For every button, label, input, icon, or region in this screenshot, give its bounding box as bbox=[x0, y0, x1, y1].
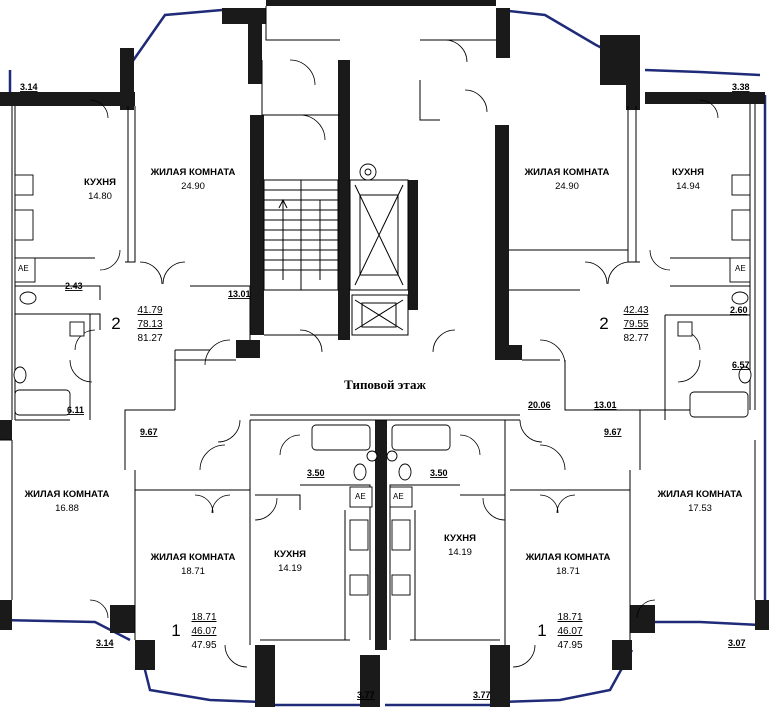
boiler-label-tr: АЕ bbox=[735, 264, 746, 273]
apt-rooms-left: 2 bbox=[111, 314, 120, 333]
room-name-kitchen-tl: КУХНЯ bbox=[84, 177, 116, 188]
room-area-living-ml: 16.88 bbox=[55, 503, 79, 514]
apt-total-right: 79.55 bbox=[623, 319, 648, 330]
dim-balcony-bl: 3.77 bbox=[357, 690, 375, 700]
elevators bbox=[354, 163, 404, 331]
dim-wc-r: 6.57 bbox=[732, 360, 750, 370]
dim-bath-mr: 3.50 bbox=[430, 468, 448, 478]
room-area-kitchen-tr: 14.94 bbox=[676, 181, 700, 192]
dimension-labels: 3.14 3.38 13.01 2.43 6.11 2.60 6.57 20.0… bbox=[20, 82, 750, 700]
room-area-kitchen-tl: 14.80 bbox=[88, 191, 112, 202]
apt-total-balcony-bottom-left: 47.95 bbox=[191, 640, 216, 651]
apt-total-bottom-right: 46.07 bbox=[557, 626, 582, 637]
apt-living-right: 42.43 bbox=[623, 305, 648, 316]
room-name-living-br: ЖИЛАЯ КОМНАТА bbox=[525, 552, 611, 563]
dim-balcony-br: 3.77 bbox=[473, 690, 491, 700]
fixtures bbox=[13, 174, 752, 596]
room-name-kitchen-tr: КУХНЯ bbox=[672, 167, 704, 178]
room-name-living-mr: ЖИЛАЯ КОМНАТА bbox=[657, 489, 743, 500]
doors bbox=[69, 39, 719, 668]
dim-bath-ml: 3.50 bbox=[307, 468, 325, 478]
apartment-summary-bottom-right: 1 18.71 46.07 47.95 bbox=[537, 612, 583, 651]
room-name-living-bl: ЖИЛАЯ КОМНАТА bbox=[150, 552, 236, 563]
apt-total-bottom-left: 46.07 bbox=[191, 626, 216, 637]
dim-corridor: 20.06 bbox=[528, 400, 551, 410]
apt-rooms-right: 2 bbox=[599, 314, 608, 333]
dim-bath-r: 2.60 bbox=[730, 305, 748, 315]
room-name-living-ml: ЖИЛАЯ КОМНАТА bbox=[24, 489, 110, 500]
apt-total-left: 78.13 bbox=[137, 319, 162, 330]
apartment-summary-left: 2 41.79 78.13 81.27 bbox=[111, 305, 163, 344]
floor-label: Типовой этаж bbox=[344, 377, 426, 392]
dim-balcony-mr: 3.07 bbox=[728, 638, 746, 648]
apt-living-bottom-right: 18.71 bbox=[557, 612, 582, 623]
dim-balcony-ml: 3.14 bbox=[96, 638, 114, 648]
apt-total-balcony-right: 82.77 bbox=[623, 333, 648, 344]
boiler-labels: АЕ АЕ АЕ АЕ bbox=[18, 264, 746, 501]
apt-total-balcony-bottom-right: 47.95 bbox=[557, 640, 582, 651]
apt-living-bottom-left: 18.71 bbox=[191, 612, 216, 623]
apartment-summary-right: 2 42.43 79.55 82.77 bbox=[599, 305, 649, 344]
room-name-kitchen-bl: КУХНЯ bbox=[274, 549, 306, 560]
boiler-label-br: АЕ bbox=[393, 492, 404, 501]
room-name-living-tl: ЖИЛАЯ КОМНАТА bbox=[150, 167, 236, 178]
room-area-kitchen-bl: 14.19 bbox=[278, 563, 302, 574]
room-area-living-tr: 24.90 bbox=[555, 181, 579, 192]
dim-hall-r: 13.01 bbox=[594, 400, 617, 410]
dim-hall-ml: 9.67 bbox=[140, 427, 158, 437]
room-area-living-bl: 18.71 bbox=[181, 566, 205, 577]
dim-balcony-tl: 3.14 bbox=[20, 82, 38, 92]
apartment-summary-bottom-left: 1 18.71 46.07 47.95 bbox=[171, 612, 217, 651]
dim-bath-l: 2.43 bbox=[65, 281, 83, 291]
apt-rooms-bottom-left: 1 bbox=[171, 621, 180, 640]
room-area-living-tl: 24.90 bbox=[181, 181, 205, 192]
dim-balcony-tr: 3.38 bbox=[732, 82, 750, 92]
room-labels: КУХНЯ 14.80 ЖИЛАЯ КОМНАТА 24.90 ЖИЛАЯ КО… bbox=[24, 167, 743, 577]
room-area-living-mr: 17.53 bbox=[688, 503, 712, 514]
partitions bbox=[0, 6, 756, 645]
dim-hall-l: 13.01 bbox=[228, 289, 251, 299]
staircase bbox=[264, 189, 338, 280]
apt-rooms-bottom-right: 1 bbox=[537, 621, 546, 640]
room-name-living-tr: ЖИЛАЯ КОМНАТА bbox=[524, 167, 610, 178]
boiler-label-bl: АЕ bbox=[355, 492, 366, 501]
room-name-kitchen-br: КУХНЯ bbox=[444, 533, 476, 544]
room-area-living-br: 18.71 bbox=[556, 566, 580, 577]
dim-hall-mr: 9.67 bbox=[604, 427, 622, 437]
apt-total-balcony-left: 81.27 bbox=[137, 333, 162, 344]
boiler-label-tl: АЕ bbox=[18, 264, 29, 273]
apt-living-left: 41.79 bbox=[137, 305, 162, 316]
room-area-kitchen-br: 14.19 bbox=[448, 547, 472, 558]
dim-wc-l: 6.11 bbox=[67, 405, 84, 415]
